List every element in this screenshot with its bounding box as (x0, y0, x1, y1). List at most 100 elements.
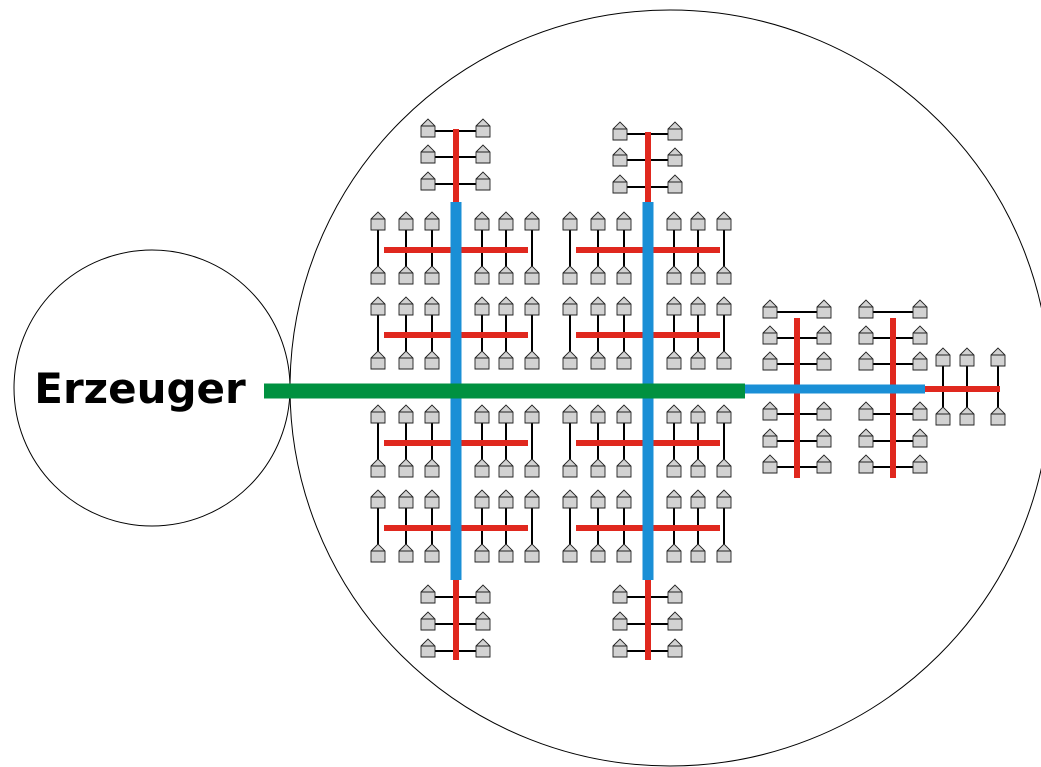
house-icon (716, 350, 732, 370)
house-icon (424, 404, 440, 424)
house-icon (667, 147, 683, 167)
house-icon (398, 543, 414, 563)
house-icon (616, 350, 632, 370)
house-icon (690, 458, 706, 478)
house-icon (524, 211, 540, 231)
house-icon (716, 489, 732, 509)
house-icon (612, 147, 628, 167)
house-icon (590, 404, 606, 424)
house-icon (959, 406, 975, 426)
house-icon (690, 211, 706, 231)
house-icon (370, 350, 386, 370)
house-icon (498, 265, 514, 285)
house-icon (370, 265, 386, 285)
house-icon (474, 211, 490, 231)
house-icon (524, 350, 540, 370)
house-icon (616, 211, 632, 231)
house-icon (858, 351, 874, 371)
house-icon (590, 350, 606, 370)
house-icon (762, 351, 778, 371)
house-icon (562, 211, 578, 231)
house-icon (716, 265, 732, 285)
house-icon (420, 584, 436, 604)
house-icon (474, 404, 490, 424)
house-icon (562, 458, 578, 478)
house-icon (690, 296, 706, 316)
house-icon (498, 211, 514, 231)
house-icon (959, 347, 975, 367)
house-icon (666, 458, 682, 478)
house-icon (912, 454, 928, 474)
house-icon (398, 211, 414, 231)
house-icon (690, 543, 706, 563)
house-icon (858, 401, 874, 421)
house-icon (666, 296, 682, 316)
house-icon (690, 265, 706, 285)
house-icon (935, 406, 951, 426)
house-icon (370, 489, 386, 509)
house-icon (816, 401, 832, 421)
house-icon (666, 543, 682, 563)
house-icon (420, 144, 436, 164)
house-icon (667, 638, 683, 658)
house-icon (562, 543, 578, 563)
house-icon (612, 121, 628, 141)
house-icon (667, 584, 683, 604)
generator-label: Erzeuger (34, 364, 246, 413)
house-icon (562, 265, 578, 285)
house-icon (762, 401, 778, 421)
house-icon (475, 611, 491, 631)
house-icon (420, 611, 436, 631)
house-icon (816, 454, 832, 474)
house-icon (858, 454, 874, 474)
house-icon (762, 454, 778, 474)
house-icon (524, 404, 540, 424)
house-icon (912, 325, 928, 345)
house-icon (616, 458, 632, 478)
house-icon (667, 121, 683, 141)
house-icon (524, 489, 540, 509)
house-icon (912, 401, 928, 421)
house-icon (498, 543, 514, 563)
house-icon (716, 404, 732, 424)
house-icon (398, 489, 414, 509)
house-icon (590, 265, 606, 285)
house-icon (816, 428, 832, 448)
house-icon (590, 489, 606, 509)
house-icon (912, 299, 928, 319)
house-icon (370, 404, 386, 424)
house-icon (690, 350, 706, 370)
house-icon (562, 350, 578, 370)
house-icon (562, 404, 578, 424)
house-icon (498, 489, 514, 509)
house-icon (424, 543, 440, 563)
house-icon (420, 638, 436, 658)
house-icon (990, 406, 1006, 426)
house-icon (666, 350, 682, 370)
house-icon (474, 489, 490, 509)
house-icon (612, 638, 628, 658)
house-icon (398, 350, 414, 370)
house-icon (858, 428, 874, 448)
house-icon (398, 296, 414, 316)
house-icon (762, 428, 778, 448)
house-icon (475, 584, 491, 604)
house-icon (616, 296, 632, 316)
house-icon (716, 458, 732, 478)
house-icon (475, 144, 491, 164)
house-icon (612, 611, 628, 631)
house-icon (816, 299, 832, 319)
house-icon (935, 347, 951, 367)
house-icon (667, 611, 683, 631)
house-icon (912, 351, 928, 371)
house-icon (475, 638, 491, 658)
house-icon (524, 296, 540, 316)
house-icon (616, 543, 632, 563)
house-icon (562, 489, 578, 509)
house-icon (666, 404, 682, 424)
house-icon (590, 543, 606, 563)
house-icon (475, 118, 491, 138)
house-icon (420, 171, 436, 191)
house-icon (716, 296, 732, 316)
